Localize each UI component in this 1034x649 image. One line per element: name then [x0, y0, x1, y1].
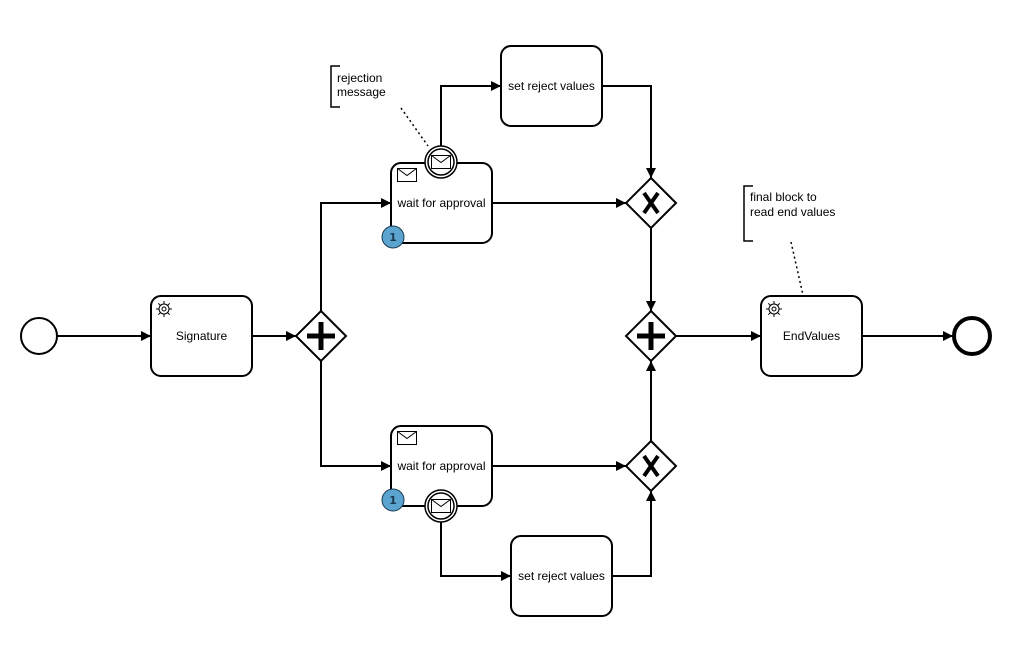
association-rejection [400, 107, 429, 147]
envelope-icon [397, 168, 417, 182]
annotation-final-block[interactable]: final block to read end values [743, 185, 835, 242]
x-icon [642, 191, 660, 215]
signature-task[interactable]: Signature [150, 295, 253, 377]
set-reject-top-label: set reject values [508, 79, 595, 93]
set-reject-top-task[interactable]: set reject values [500, 45, 603, 127]
sequence-flows [57, 81, 953, 581]
multi-instance-badge-bottom: 1 [381, 488, 405, 512]
badge-count-top: 1 [389, 231, 397, 244]
set-reject-bottom-label: set reject values [518, 569, 605, 583]
wait-approval-top-label: wait for approval [396, 196, 485, 210]
boundary-message-event-bottom[interactable] [424, 489, 458, 523]
wait-approval-bottom-label: wait for approval [396, 459, 485, 473]
signature-task-label: Signature [176, 329, 228, 343]
annotation-final-line2: read end values [750, 205, 835, 219]
envelope-icon [431, 499, 451, 513]
set-reject-bottom-task[interactable]: set reject values [510, 535, 613, 617]
endvalues-task[interactable]: EndValues [760, 295, 863, 377]
boundary-message-event-top[interactable] [424, 145, 458, 179]
envelope-icon [431, 155, 451, 169]
annotation-final-line1: final block to [750, 190, 817, 204]
plus-icon [637, 322, 665, 350]
flow-split-to-wait-bottom [320, 361, 391, 471]
flow-reject-top-to-xor-top [602, 85, 656, 178]
end-event[interactable] [952, 316, 992, 356]
annotation-rejection-line2: message [337, 85, 386, 99]
associations [400, 107, 804, 296]
annotation-rejection-message[interactable]: rejection message [330, 65, 386, 108]
flow-boundary-bottom-to-reject-bottom [440, 521, 511, 581]
multi-instance-badge-top: 1 [381, 225, 405, 249]
annotation-rejection-line1: rejection [337, 71, 382, 85]
parallel-split-gateway[interactable] [294, 309, 348, 363]
badge-count-bottom: 1 [389, 494, 397, 507]
association-final-block [790, 241, 804, 296]
start-event[interactable] [20, 317, 58, 355]
flow-boundary-top-to-reject-top [440, 81, 501, 147]
flow-reject-bottom-to-xor-bottom [612, 491, 656, 577]
flow-split-to-wait-top [320, 198, 391, 311]
x-icon [642, 454, 660, 478]
plus-icon [307, 322, 335, 350]
endvalues-task-label: EndValues [783, 329, 840, 343]
exclusive-gateway-top[interactable] [624, 176, 678, 230]
wait-approval-bottom-task[interactable]: wait for approval 1 [381, 425, 493, 512]
envelope-icon [397, 431, 417, 445]
exclusive-gateway-bottom[interactable] [624, 439, 678, 493]
parallel-join-gateway[interactable] [624, 309, 678, 363]
